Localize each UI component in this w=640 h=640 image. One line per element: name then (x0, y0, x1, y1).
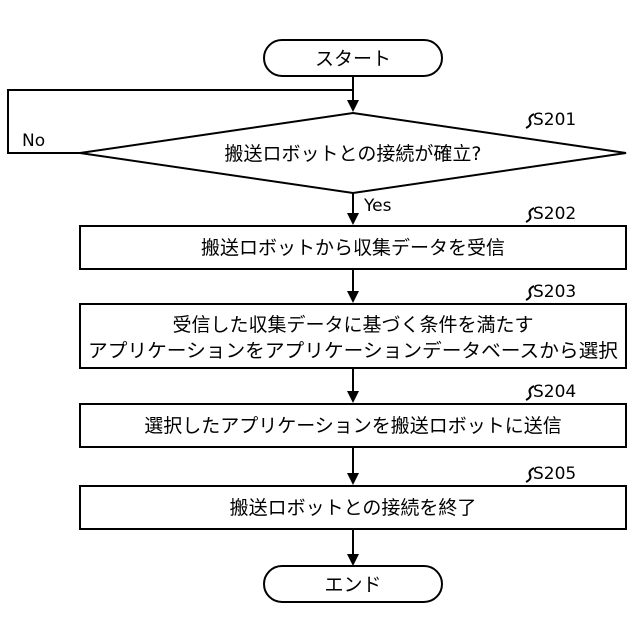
step-label-s201: S201 (533, 110, 576, 130)
process-s202: 搬送ロボットから収集データを受信 (80, 226, 626, 269)
arrow-start-to-decision (347, 76, 359, 112)
process-s202-label: 搬送ロボットから収集データを受信 (201, 237, 505, 259)
step-tag-s202: S202 (526, 204, 576, 224)
process-s205: 搬送ロボットとの接続を終了 (80, 486, 626, 529)
process-s204: 選択したアプリケーションを搬送ロボットに送信 (80, 404, 626, 447)
arrow-s203-to-s204 (347, 368, 359, 403)
arrow-s204-to-s205 (347, 447, 359, 485)
yes-label: Yes (363, 196, 392, 216)
step-tag-s203: S203 (526, 282, 576, 302)
step-label-s202: S202 (533, 204, 576, 224)
end-terminal: エンド (264, 566, 442, 602)
process-s203-line2: アプリケーションをアプリケーションデータベースから選択 (88, 340, 618, 362)
arrow-s205-to-end (347, 529, 359, 566)
step-label-s203: S203 (533, 282, 576, 302)
process-s203: 受信した収集データに基づく条件を満たす アプリケーションをアプリケーションデータ… (80, 304, 626, 368)
step-tag-s204: S204 (526, 382, 576, 402)
step-label-s204: S204 (533, 382, 576, 402)
start-terminal: スタート (264, 40, 442, 76)
step-label-s205: S205 (533, 464, 576, 484)
arrow-s202-to-s203 (347, 269, 359, 303)
process-s204-label: 選択したアプリケーションを搬送ロボットに送信 (144, 415, 562, 437)
arrow-yes-to-s202: Yes (347, 193, 392, 225)
start-label: スタート (315, 48, 391, 70)
step-tag-s205: S205 (526, 464, 576, 484)
decision-label: 搬送ロボットとの接続が確立? (225, 143, 482, 165)
step-tag-s201: S201 (526, 110, 576, 130)
process-s203-line1: 受信した収集データに基づく条件を満たす (172, 314, 533, 336)
end-label: エンド (324, 574, 381, 596)
no-label: No (22, 131, 45, 151)
process-s205-label: 搬送ロボットとの接続を終了 (230, 497, 477, 519)
